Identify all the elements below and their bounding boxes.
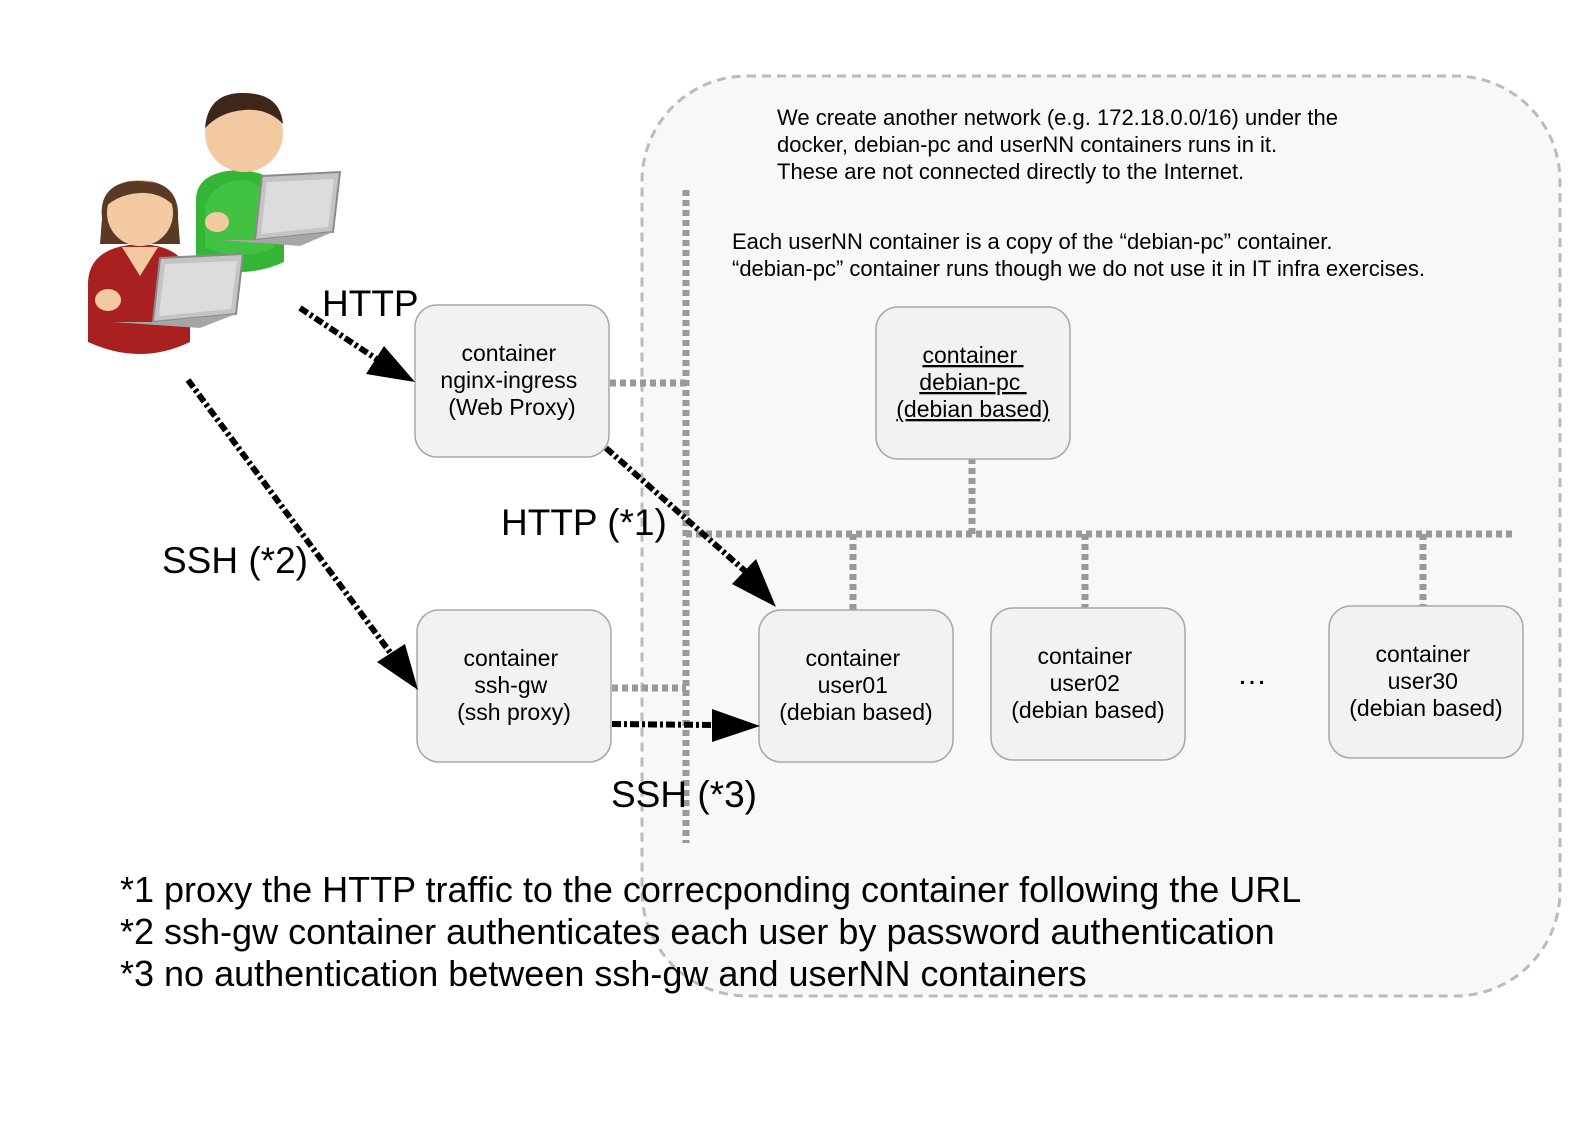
container-user01-line: container <box>805 645 900 671</box>
label-http: HTTP <box>322 283 419 324</box>
container-nginx-line: nginx-ingress <box>440 367 577 393</box>
container-user02-line: container <box>1037 643 1132 669</box>
svg-text:container nginx-ingress: container nginx-ingress (Web Proxy) <box>440 340 583 420</box>
footnote-2: *2 ssh-gw container authenticates each u… <box>120 911 1275 952</box>
container-debianpc-line: container <box>922 342 1017 368</box>
container-user30: container user30 (debian based) <box>1328 605 1524 759</box>
footnote-3: *3 no authentication between ssh-gw and … <box>120 953 1087 994</box>
container-user01-line: user01 <box>818 672 888 698</box>
copy-note-line: Each userNN container is a copy of the “… <box>732 229 1332 254</box>
http-arrow <box>298 305 380 363</box>
svg-text:container user02 (: container user02 (debian based) <box>1011 643 1164 723</box>
network-note-line: We create another network (e.g. 172.18.0… <box>777 105 1338 130</box>
user-man-laptop-icon <box>196 92 342 272</box>
container-user02-line: user02 <box>1050 670 1120 696</box>
ssh2-arrow <box>185 378 395 657</box>
container-sshgw-line: container <box>463 645 558 671</box>
container-user30-line: (debian based) <box>1349 695 1502 721</box>
label-ssh-2: SSH (*2) <box>162 540 308 581</box>
ssh3-arrowhead <box>712 709 760 742</box>
label-ssh-3: SSH (*3) <box>611 774 757 815</box>
network-lines <box>610 190 1515 843</box>
container-nginx-ingress: container nginx-ingress (Web Proxy) <box>414 304 610 458</box>
container-nginx-line: container <box>461 340 556 366</box>
container-debianpc-line: (debian based) <box>896 396 1049 422</box>
container-user02-line: (debian based) <box>1011 697 1164 723</box>
footnote-1: *1 proxy the HTTP traffic to the correcp… <box>120 869 1301 910</box>
container-user30-line: container <box>1375 641 1470 667</box>
network-note-line: docker, debian-pc and userNN containers … <box>777 132 1277 157</box>
copy-note: Each userNN container is a copy of the “… <box>732 229 1425 281</box>
http-arrowhead <box>366 346 415 382</box>
container-sshgw-line: (ssh proxy) <box>457 699 571 725</box>
svg-text:container ssh-gw (: container ssh-gw (ssh proxy) <box>457 645 571 725</box>
http1-arrowhead <box>732 559 776 607</box>
container-user01: container user01 (debian based) <box>758 609 954 763</box>
container-debian-pc: container debian-pc (debian based) <box>875 306 1071 460</box>
svg-text:container user30 (: container user30 (debian based) <box>1349 641 1502 721</box>
ssh3-arrow <box>611 721 713 728</box>
container-user30-line: user30 <box>1388 668 1458 694</box>
network-note: We create another network (e.g. 172.18.0… <box>777 105 1344 184</box>
ssh2-arrowhead <box>377 644 418 690</box>
container-sshgw-line: ssh-gw <box>474 672 547 698</box>
network-note-line: These are not connected directly to the … <box>777 159 1244 184</box>
svg-text:container debian-pc: container debian-pc (debian based) <box>896 342 1049 422</box>
flow-arrows <box>185 305 776 742</box>
http1-arrow <box>604 445 747 574</box>
label-http-1: HTTP (*1) <box>501 502 667 543</box>
user-woman-laptop-icon <box>88 180 245 354</box>
container-user01-line: (debian based) <box>779 699 932 725</box>
ellipsis-more-containers: … <box>1237 658 1267 691</box>
container-debianpc-line: debian-pc <box>919 369 1020 395</box>
container-user02: container user02 (debian based) <box>990 607 1186 761</box>
copy-note-line: “debian-pc” container runs though we do … <box>732 256 1425 281</box>
container-ssh-gw: container ssh-gw (ssh proxy) <box>416 609 612 763</box>
svg-text:container user01 (: container user01 (debian based) <box>779 645 932 725</box>
container-nginx-line: (Web Proxy) <box>448 394 575 420</box>
